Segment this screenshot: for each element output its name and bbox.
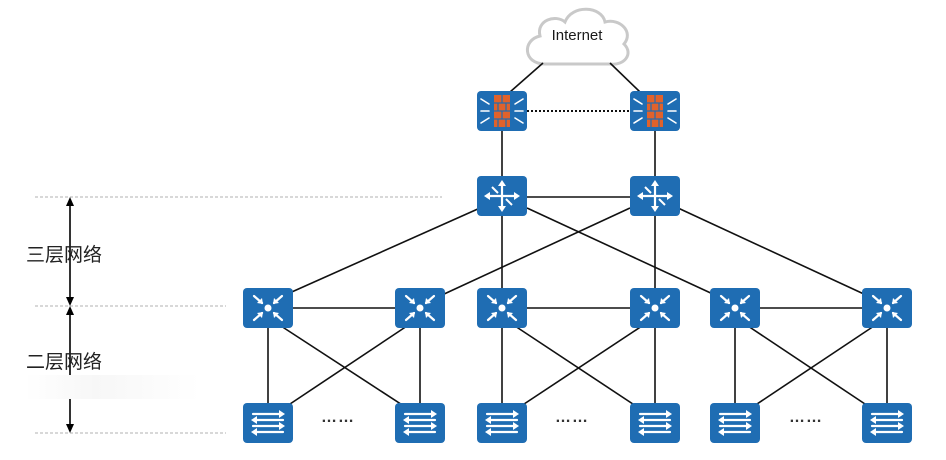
layer2-label: 二层网络	[26, 351, 103, 373]
ellipsis-group-2: ……	[555, 409, 589, 426]
l2-switch-icon	[241, 401, 295, 445]
ellipsis-group-3: ……	[789, 409, 823, 426]
link	[509, 62, 544, 93]
arrowhead-down-icon	[66, 297, 74, 306]
link	[677, 207, 867, 296]
l3-switch-icon	[708, 286, 762, 330]
firewall-icon	[629, 90, 681, 132]
ellipsis-group-1: ……	[321, 409, 355, 426]
layer3-label: 三层网络	[26, 244, 103, 266]
l2-switch-icon	[708, 401, 762, 445]
link	[280, 325, 411, 411]
core-router-layer	[475, 174, 682, 218]
l2-switch-icon	[475, 401, 529, 445]
link	[280, 325, 408, 411]
label-background-fade	[25, 375, 200, 399]
link	[609, 62, 641, 93]
l2-switch-icon	[393, 401, 447, 445]
link	[747, 325, 875, 411]
arrowhead-up-icon	[66, 306, 74, 315]
link	[284, 207, 481, 296]
layer-guide-lines	[35, 196, 442, 434]
firewall-layer	[476, 90, 681, 132]
l2-switch-icon	[860, 401, 914, 445]
l3-switch-icon	[393, 286, 447, 330]
router-icon	[475, 174, 529, 218]
l2-switch-icon	[628, 401, 682, 445]
l3-switch-icon	[475, 286, 529, 330]
l3-switch-icon	[241, 286, 295, 330]
internet-label: Internet	[551, 27, 603, 44]
l3-switch-icon	[860, 286, 914, 330]
link	[526, 207, 716, 296]
link	[514, 325, 643, 411]
l3-switch-icon	[628, 286, 682, 330]
network-links	[267, 62, 888, 411]
link	[441, 207, 631, 296]
internet-cloud-icon	[525, 7, 630, 66]
router-icon	[628, 174, 682, 218]
firewall-icon	[476, 90, 528, 132]
arrowhead-down-icon	[66, 424, 74, 433]
arrowhead-up-icon	[66, 197, 74, 206]
